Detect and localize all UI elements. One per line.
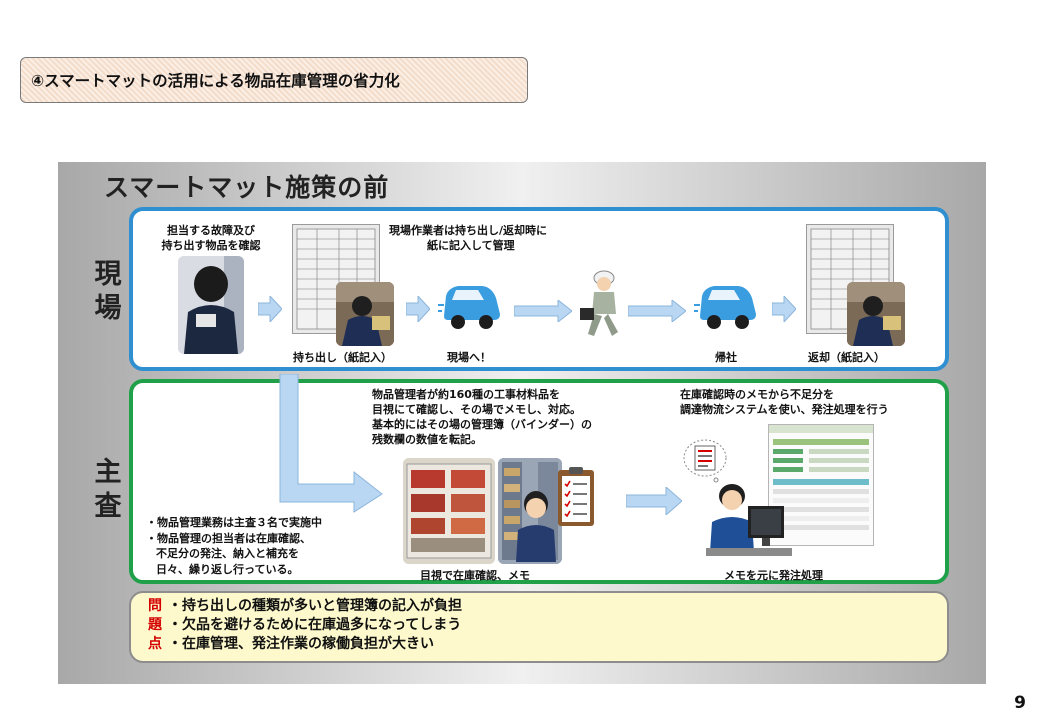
arrow-right-icon [772, 296, 796, 322]
shusa-mid-note-line2: 目視にて確認し、その場でメモし、対応。 [372, 403, 581, 416]
step5-caption: 帰社 [715, 351, 737, 364]
genba-label-top: 現 [94, 259, 122, 290]
inventory-photo [336, 282, 394, 346]
step1-caption: 担当する故障及び 持ち出す物品を確認 [146, 223, 276, 253]
shusa-bullet-1: ・物品管理業務は主査３名で実施中 [146, 516, 322, 529]
page-title: ④スマートマットの活用による物品在庫管理の省力化 [31, 72, 400, 90]
shusa-mid-note-line3: 基本的にはその場の管理簿（バインダー）の [372, 418, 592, 431]
shusa-mid-note: 物品管理者が約160種の工事材料品を 目視にて確認し、その場でメモし、対応。 基… [372, 387, 592, 447]
issue-side-char-1: 問 [148, 598, 162, 614]
step1-caption-line2: 持ち出す物品を確認 [161, 239, 261, 252]
worker-photo [178, 256, 244, 354]
shusa-bullet-4: 日々、繰り返し行っている。 [156, 562, 299, 576]
genba-label-bottom: 場 [94, 293, 122, 324]
shusa-bullet-3: 不足分の発注、納入と補充を [156, 547, 299, 560]
genba-label: 現 場 [88, 258, 128, 326]
arrow-right-icon [514, 300, 572, 322]
slide-heading: スマートマット施策の前 [104, 173, 390, 202]
shusa-right-note-line2: 調達物流システムを使い、発注処理を行う [680, 403, 889, 416]
issue-row-3: 点・在庫管理、発注作業の稼働負担が大きい [148, 635, 462, 654]
genba-note: 現場作業者は持ち出し/返却時に 紙に記入して管理 [389, 223, 547, 253]
shusa-right-note: 在庫確認時のメモから不足分を 調達物流システムを使い、発注処理を行う [680, 387, 889, 417]
page-title-box: ④スマートマットの活用による物品在庫管理の省力化 [20, 57, 528, 103]
issue-text-1: ・持ち出しの種類が多いと管理簿の記入が負担 [168, 598, 462, 614]
shusa-mid-note-line4: 残数欄の数値を転記。 [372, 433, 482, 446]
car-icon [694, 270, 760, 336]
clipboard-icon [556, 466, 596, 528]
genba-note-line1: 現場作業者は持ち出し/返却時に [389, 224, 548, 237]
issue-text-3: ・在庫管理、発注作業の稼働負担が大きい [168, 636, 434, 652]
shusa-bullets: ・物品管理業務は主査３名で実施中 ・物品管理の担当者は在庫確認、 不足分の発注、… [146, 515, 322, 577]
step2-caption: 持ち出し（紙記入） [293, 351, 392, 364]
issue-side-char-3: 点 [148, 636, 162, 652]
arrow-right-icon [258, 296, 282, 322]
shusa-right-note-line1: 在庫確認時のメモから不足分を [680, 388, 834, 401]
arrow-down-right-icon [278, 374, 384, 514]
inventory-photo [847, 282, 905, 346]
genba-note-line2: 紙に記入して管理 [427, 239, 515, 252]
arrow-right-icon [626, 487, 682, 515]
computer-icon [706, 476, 792, 560]
issues-panel [129, 591, 949, 663]
arrow-right-icon [406, 296, 430, 322]
shusa-mid-note-line1: 物品管理者が約160種の工事材料品を [372, 388, 560, 401]
shusa-right-caption: メモを元に発注処理 [724, 569, 823, 582]
issue-side-char-2: 題 [148, 617, 162, 633]
issue-row-2: 題・欠品を避けるために在庫過多になってしまう [148, 616, 462, 635]
order-system-screenshot [768, 424, 874, 546]
step3-caption: 現場へ！ [447, 351, 491, 364]
shusa-label: 主 査 [88, 456, 128, 524]
walking-worker-icon [578, 266, 628, 340]
manager-illustration [508, 486, 564, 562]
shusa-label-bottom: 査 [94, 491, 122, 522]
issue-row-1: 問・持ち出しの種類が多いと管理簿の記入が負担 [148, 597, 462, 616]
shusa-label-top: 主 [94, 457, 122, 488]
page-number: 9 [1014, 693, 1026, 713]
memo-thought-bubble-icon [682, 438, 728, 484]
step1-caption-line1: 担当する故障及び [167, 224, 255, 237]
issues-list: 問・持ち出しの種類が多いと管理簿の記入が負担 題・欠品を避けるために在庫過多にな… [148, 597, 462, 654]
issue-text-2: ・欠品を避けるために在庫過多になってしまう [168, 617, 462, 633]
car-icon [438, 270, 504, 336]
arrow-right-icon [628, 300, 686, 322]
shusa-bullet-2: ・物品管理の担当者は在庫確認、 [146, 531, 311, 545]
shusa-mid-caption: 目視で在庫確認、メモ [420, 569, 530, 582]
shelf-photo [403, 458, 495, 564]
step6-caption: 返却（紙記入） [808, 351, 885, 364]
